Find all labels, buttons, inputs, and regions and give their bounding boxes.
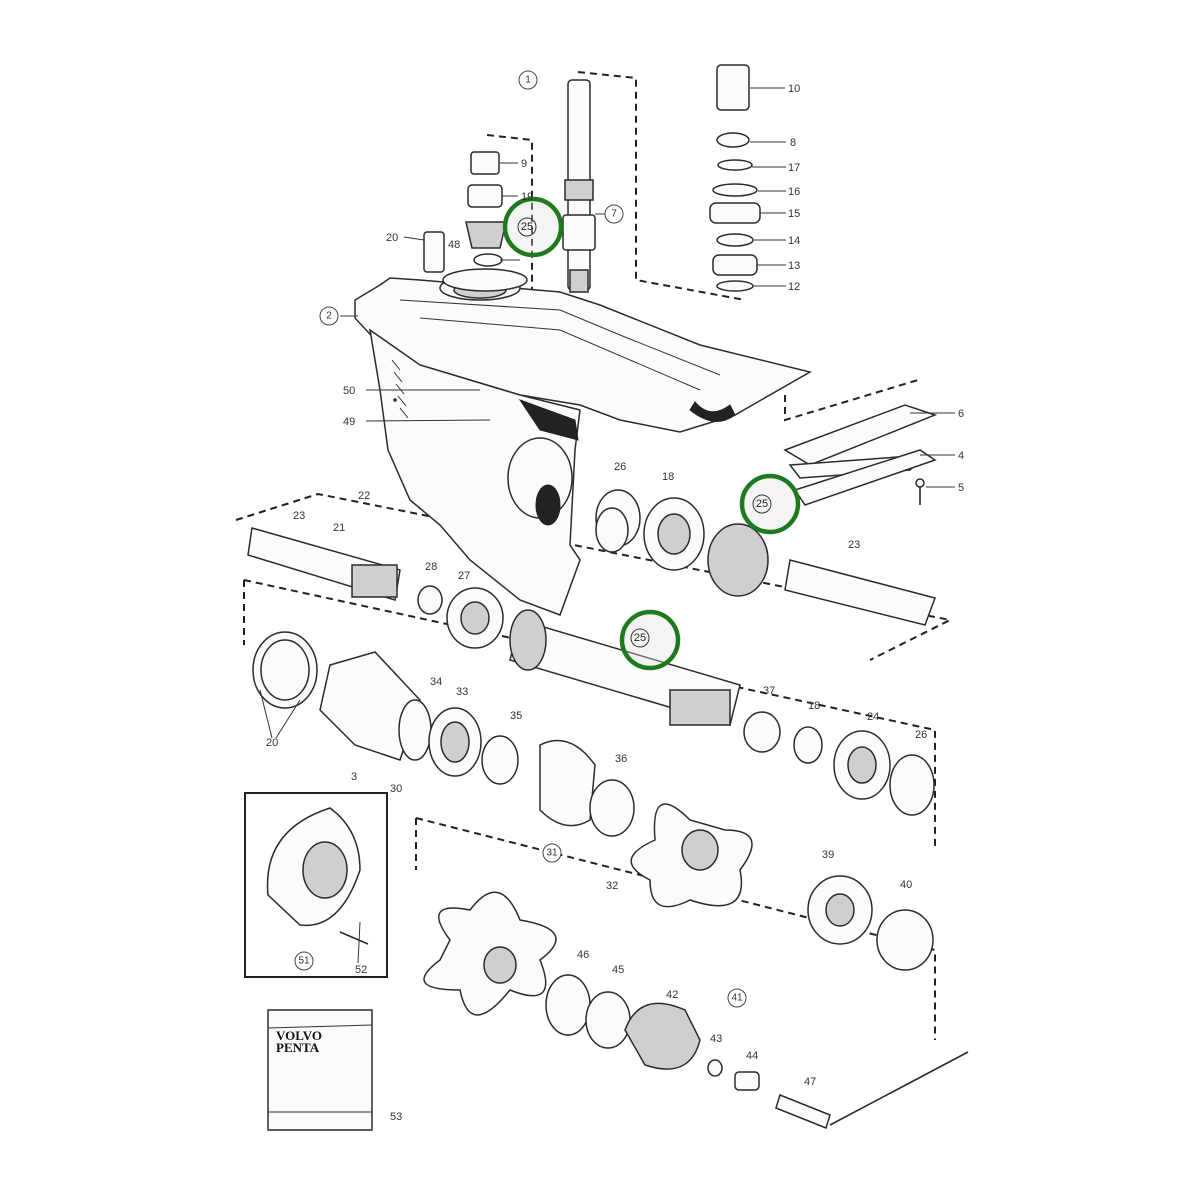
part-label-47: 47 [804, 1076, 816, 1088]
part-label-3: 3 [351, 771, 357, 783]
part-label-7: 7 [611, 209, 617, 220]
part-label-37: 37 [763, 685, 775, 697]
repair-kit-envelope: VOLVO PENTA [267, 1009, 373, 1131]
part-label-6: 6 [958, 408, 964, 420]
bearing-row [252, 398, 935, 837]
highlight-ring-upper[interactable] [502, 196, 564, 258]
highlight-label-center: 25 [634, 632, 646, 644]
part-label-46: 46 [577, 949, 589, 961]
part-label-50: 50 [343, 385, 355, 397]
part-label-22: 22 [358, 490, 370, 502]
part-label-41: 41 [731, 993, 743, 1004]
part-label-42: 42 [666, 989, 678, 1001]
part-label-19: 19 [521, 191, 533, 203]
part-label-4: 4 [958, 450, 964, 462]
part-label-48: 48 [448, 239, 460, 251]
highlight-ring-right[interactable] [739, 473, 801, 535]
kit-brand-line2: PENTA [276, 1040, 320, 1055]
circled-part-labels: 1 7 2 31 41 51 [294, 70, 747, 1008]
part-label-31: 31 [546, 848, 558, 859]
propeller-shaft-assembly [247, 437, 936, 726]
part-label-35: 35 [510, 710, 522, 722]
part-label-5: 5 [958, 482, 964, 494]
part-label-1: 1 [525, 75, 531, 86]
part-label-18a: 18 [662, 471, 674, 483]
part-label-17: 17 [788, 162, 800, 174]
lower-drive-housing [368, 328, 581, 616]
part-labels: 10 8 17 16 15 14 13 12 9 19 20 48 50 49 … [266, 83, 964, 1123]
part-label-43: 43 [710, 1033, 722, 1045]
part-label-53: 53 [390, 1111, 402, 1123]
leader-lines [259, 87, 955, 964]
part-label-28: 28 [425, 561, 437, 573]
part-label-26b: 26 [915, 729, 927, 741]
part-label-8: 8 [790, 137, 796, 149]
inset-detail-box [244, 792, 388, 978]
part-label-13: 13 [788, 260, 800, 272]
part-label-52: 52 [355, 964, 367, 976]
shim-bearing-stack [709, 64, 761, 292]
part-label-21: 21 [333, 522, 345, 534]
highlight-ring-center[interactable] [619, 609, 681, 671]
highlight-markers: 25 25 25 [502, 196, 801, 671]
part-label-36: 36 [615, 753, 627, 765]
part-label-15: 15 [788, 208, 800, 220]
cover-plates [783, 404, 938, 506]
part-label-9: 9 [521, 158, 527, 170]
part-label-16: 16 [788, 186, 800, 198]
propeller-assembly [423, 803, 969, 1129]
part-label-33: 33 [456, 686, 468, 698]
highlight-label-right: 25 [756, 498, 768, 510]
kit-brand-line1: VOLVO [276, 1028, 322, 1043]
part-label-23a: 23 [293, 510, 305, 522]
assembly-guide-lines [235, 71, 954, 1040]
part-label-45: 45 [612, 964, 624, 976]
part-label-44: 44 [746, 1050, 758, 1062]
part-label-27: 27 [458, 570, 470, 582]
part-label-23b: 23 [848, 539, 860, 551]
part-label-24: 24 [867, 711, 879, 723]
highlight-label-upper: 25 [521, 221, 533, 233]
part-label-32: 32 [606, 880, 618, 892]
part-label-39: 39 [822, 849, 834, 861]
part-label-14: 14 [788, 235, 800, 247]
part-label-34: 34 [430, 676, 442, 688]
part-label-26a: 26 [614, 461, 626, 473]
part-label-18b: 18 [808, 700, 820, 712]
part-label-51: 51 [298, 956, 310, 967]
part-label-2: 2 [326, 311, 332, 322]
part-label-20a: 20 [386, 232, 398, 244]
part-label-49: 49 [343, 416, 355, 428]
part-label-40: 40 [900, 879, 912, 891]
part-label-20b: 20 [266, 737, 278, 749]
part-label-12: 12 [788, 281, 800, 293]
vertical-drive-shaft [562, 79, 596, 293]
part-label-30: 30 [390, 783, 402, 795]
part-label-10: 10 [788, 83, 800, 95]
upper-bearing-stack [423, 151, 528, 292]
